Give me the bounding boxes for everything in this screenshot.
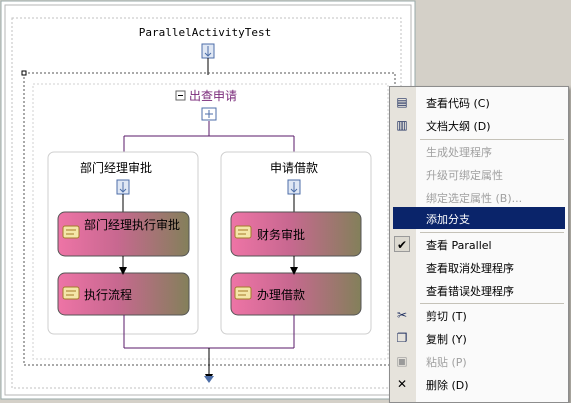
- menu-item-promote-bindable-properties[interactable]: 升级可绑定属性: [426, 169, 503, 182]
- menu-separator: [420, 303, 564, 304]
- menu-item-copy[interactable]: ❐ 复制 (Y): [390, 327, 568, 349]
- code-activity-icon: [62, 286, 80, 300]
- menu-item-view-fault-handlers[interactable]: 查看错误处理程序: [426, 285, 514, 298]
- view-code-icon: ▤: [396, 95, 408, 109]
- branch-right-title: 申请借款: [270, 161, 319, 175]
- menu-separator: [420, 139, 564, 140]
- activity-label: 财务审批: [257, 228, 306, 242]
- menu-item-paste[interactable]: ▣ 粘贴 (P): [390, 350, 568, 372]
- code-activity-icon: [234, 225, 252, 239]
- code-activity-icon: [234, 286, 252, 300]
- menu-item-document-outline[interactable]: ▥ 文档大纲 (D): [390, 114, 568, 136]
- menu-separator: [420, 232, 564, 233]
- workflow-title: ParallelActivityTest: [138, 26, 272, 39]
- menu-item-view-cancel-handlers[interactable]: 查看取消处理程序: [426, 262, 514, 275]
- menu-item-bind-selected-property[interactable]: 绑定选定属性 (B)...: [426, 192, 523, 205]
- document-outline-icon: ▥: [396, 118, 408, 132]
- menu-item-view-parallel[interactable]: ✔ 查看 Parallel: [390, 233, 568, 255]
- branch-left[interactable]: [47, 151, 199, 335]
- context-menu: ▤ 查看代码 (C) ▥ 文档大纲 (D) 生成处理程序 升级可绑定属性 绑定选…: [389, 86, 569, 403]
- delete-icon: ✕: [396, 377, 408, 391]
- activity-label: 办理借款: [257, 288, 306, 302]
- menu-item-add-branch[interactable]: 添加分支: [393, 207, 565, 229]
- menu-item-cut[interactable]: ✂ 剪切 (T): [390, 304, 568, 326]
- menu-item-generate-handlers[interactable]: 生成处理程序: [426, 146, 492, 159]
- activity-label: 部门经理执行审批: [84, 218, 181, 232]
- selection-handle[interactable]: [21, 70, 27, 76]
- copy-icon: ❐: [396, 331, 408, 345]
- parallel-title[interactable]: 出查申请: [189, 89, 238, 103]
- paste-icon: ▣: [396, 354, 408, 368]
- activity-card[interactable]: [230, 211, 362, 257]
- branch-left-title: 部门经理审批: [80, 161, 153, 175]
- checkmark-icon: ✔: [394, 236, 410, 252]
- parallel-activity-box[interactable]: [32, 83, 389, 360]
- menu-item-delete[interactable]: ✕ 删除 (D): [390, 373, 568, 395]
- activity-label: 执行流程: [84, 288, 133, 302]
- code-activity-icon: [62, 225, 80, 239]
- scissors-icon: ✂: [396, 308, 408, 322]
- branch-right[interactable]: [220, 151, 372, 335]
- menu-item-view-code[interactable]: ▤ 查看代码 (C): [390, 91, 568, 113]
